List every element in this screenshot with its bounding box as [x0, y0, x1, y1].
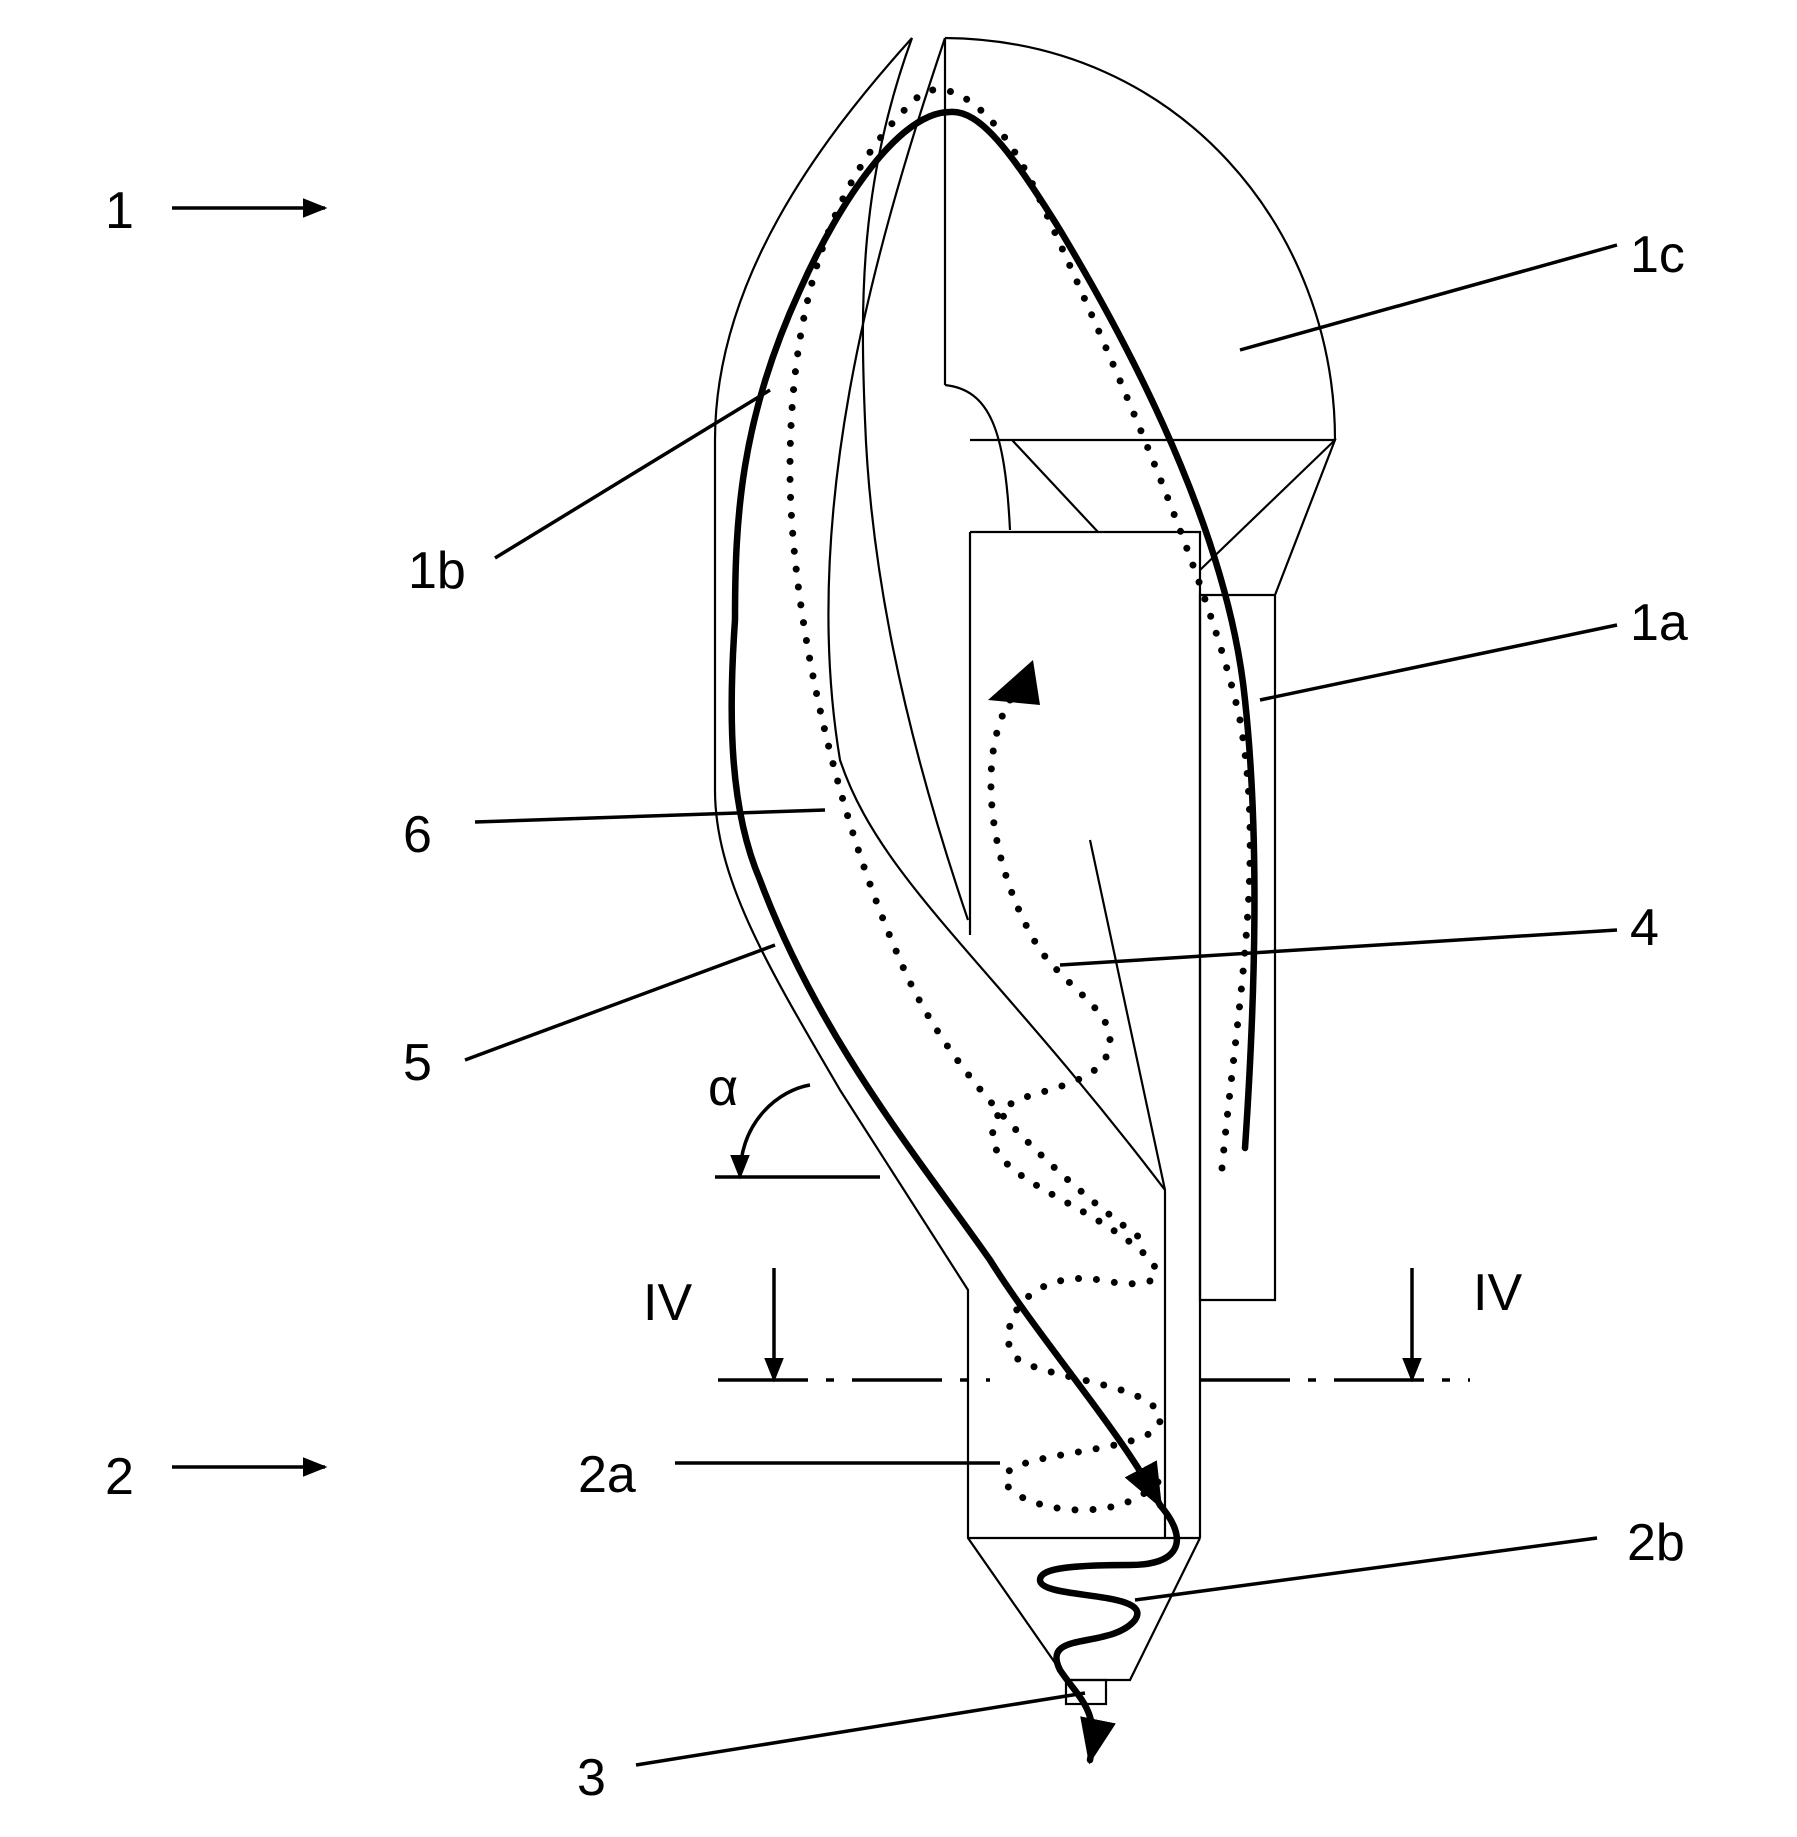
cone-nose — [945, 385, 1010, 530]
main-flow-path — [732, 112, 1255, 1505]
label-1c: 1c — [1630, 226, 1685, 284]
dotted-outer-flow — [790, 90, 1250, 1240]
leader-3 — [636, 1693, 1085, 1765]
label-6: 6 — [403, 806, 432, 864]
section-line-iv — [718, 1268, 1470, 1380]
label-1a: 1a — [1630, 594, 1688, 652]
label-4: 4 — [1630, 899, 1659, 957]
leader-4 — [1060, 930, 1617, 965]
label-5: 5 — [403, 1034, 432, 1092]
label-iv-left: IV — [643, 1274, 692, 1332]
swirl-arrowhead — [988, 660, 1040, 705]
funnel-diagonal-left — [1012, 440, 1098, 532]
leader-1a — [1260, 625, 1617, 700]
label-iv-right: IV — [1473, 1264, 1522, 1322]
outer-left-contour — [715, 38, 1067, 1680]
label-alpha: α — [708, 1059, 738, 1117]
label-2: 2 — [105, 1448, 134, 1506]
crossing-sweep-line — [828, 38, 1165, 1190]
alpha-arc — [740, 1085, 810, 1177]
reference-labels: 1 1c 1b 1a 6 4 5 α IV IV 2 2a 2b 3 — [105, 182, 1688, 1807]
label-2a: 2a — [578, 1446, 636, 1504]
inner-shell-line — [863, 38, 968, 920]
leader-2b — [1135, 1538, 1597, 1600]
leader-1b — [495, 390, 770, 558]
funnel-diagonal-right — [1200, 440, 1335, 570]
angle-alpha — [715, 1085, 880, 1177]
funnel — [970, 440, 1335, 1300]
leader-1c — [1240, 245, 1617, 350]
outlet-squiggle — [1040, 1505, 1177, 1760]
label-3: 3 — [577, 1749, 606, 1807]
flow-paths — [732, 90, 1255, 1760]
dotted-inner-swirl — [991, 700, 1160, 1510]
leader-5 — [465, 945, 775, 1060]
inner-tube-slant — [1090, 840, 1165, 1538]
label-1: 1 — [105, 182, 134, 240]
leader-6 — [475, 810, 825, 822]
label-1b: 1b — [408, 542, 466, 600]
label-2b: 2b — [1627, 1514, 1685, 1572]
device-outline — [715, 38, 1335, 1704]
